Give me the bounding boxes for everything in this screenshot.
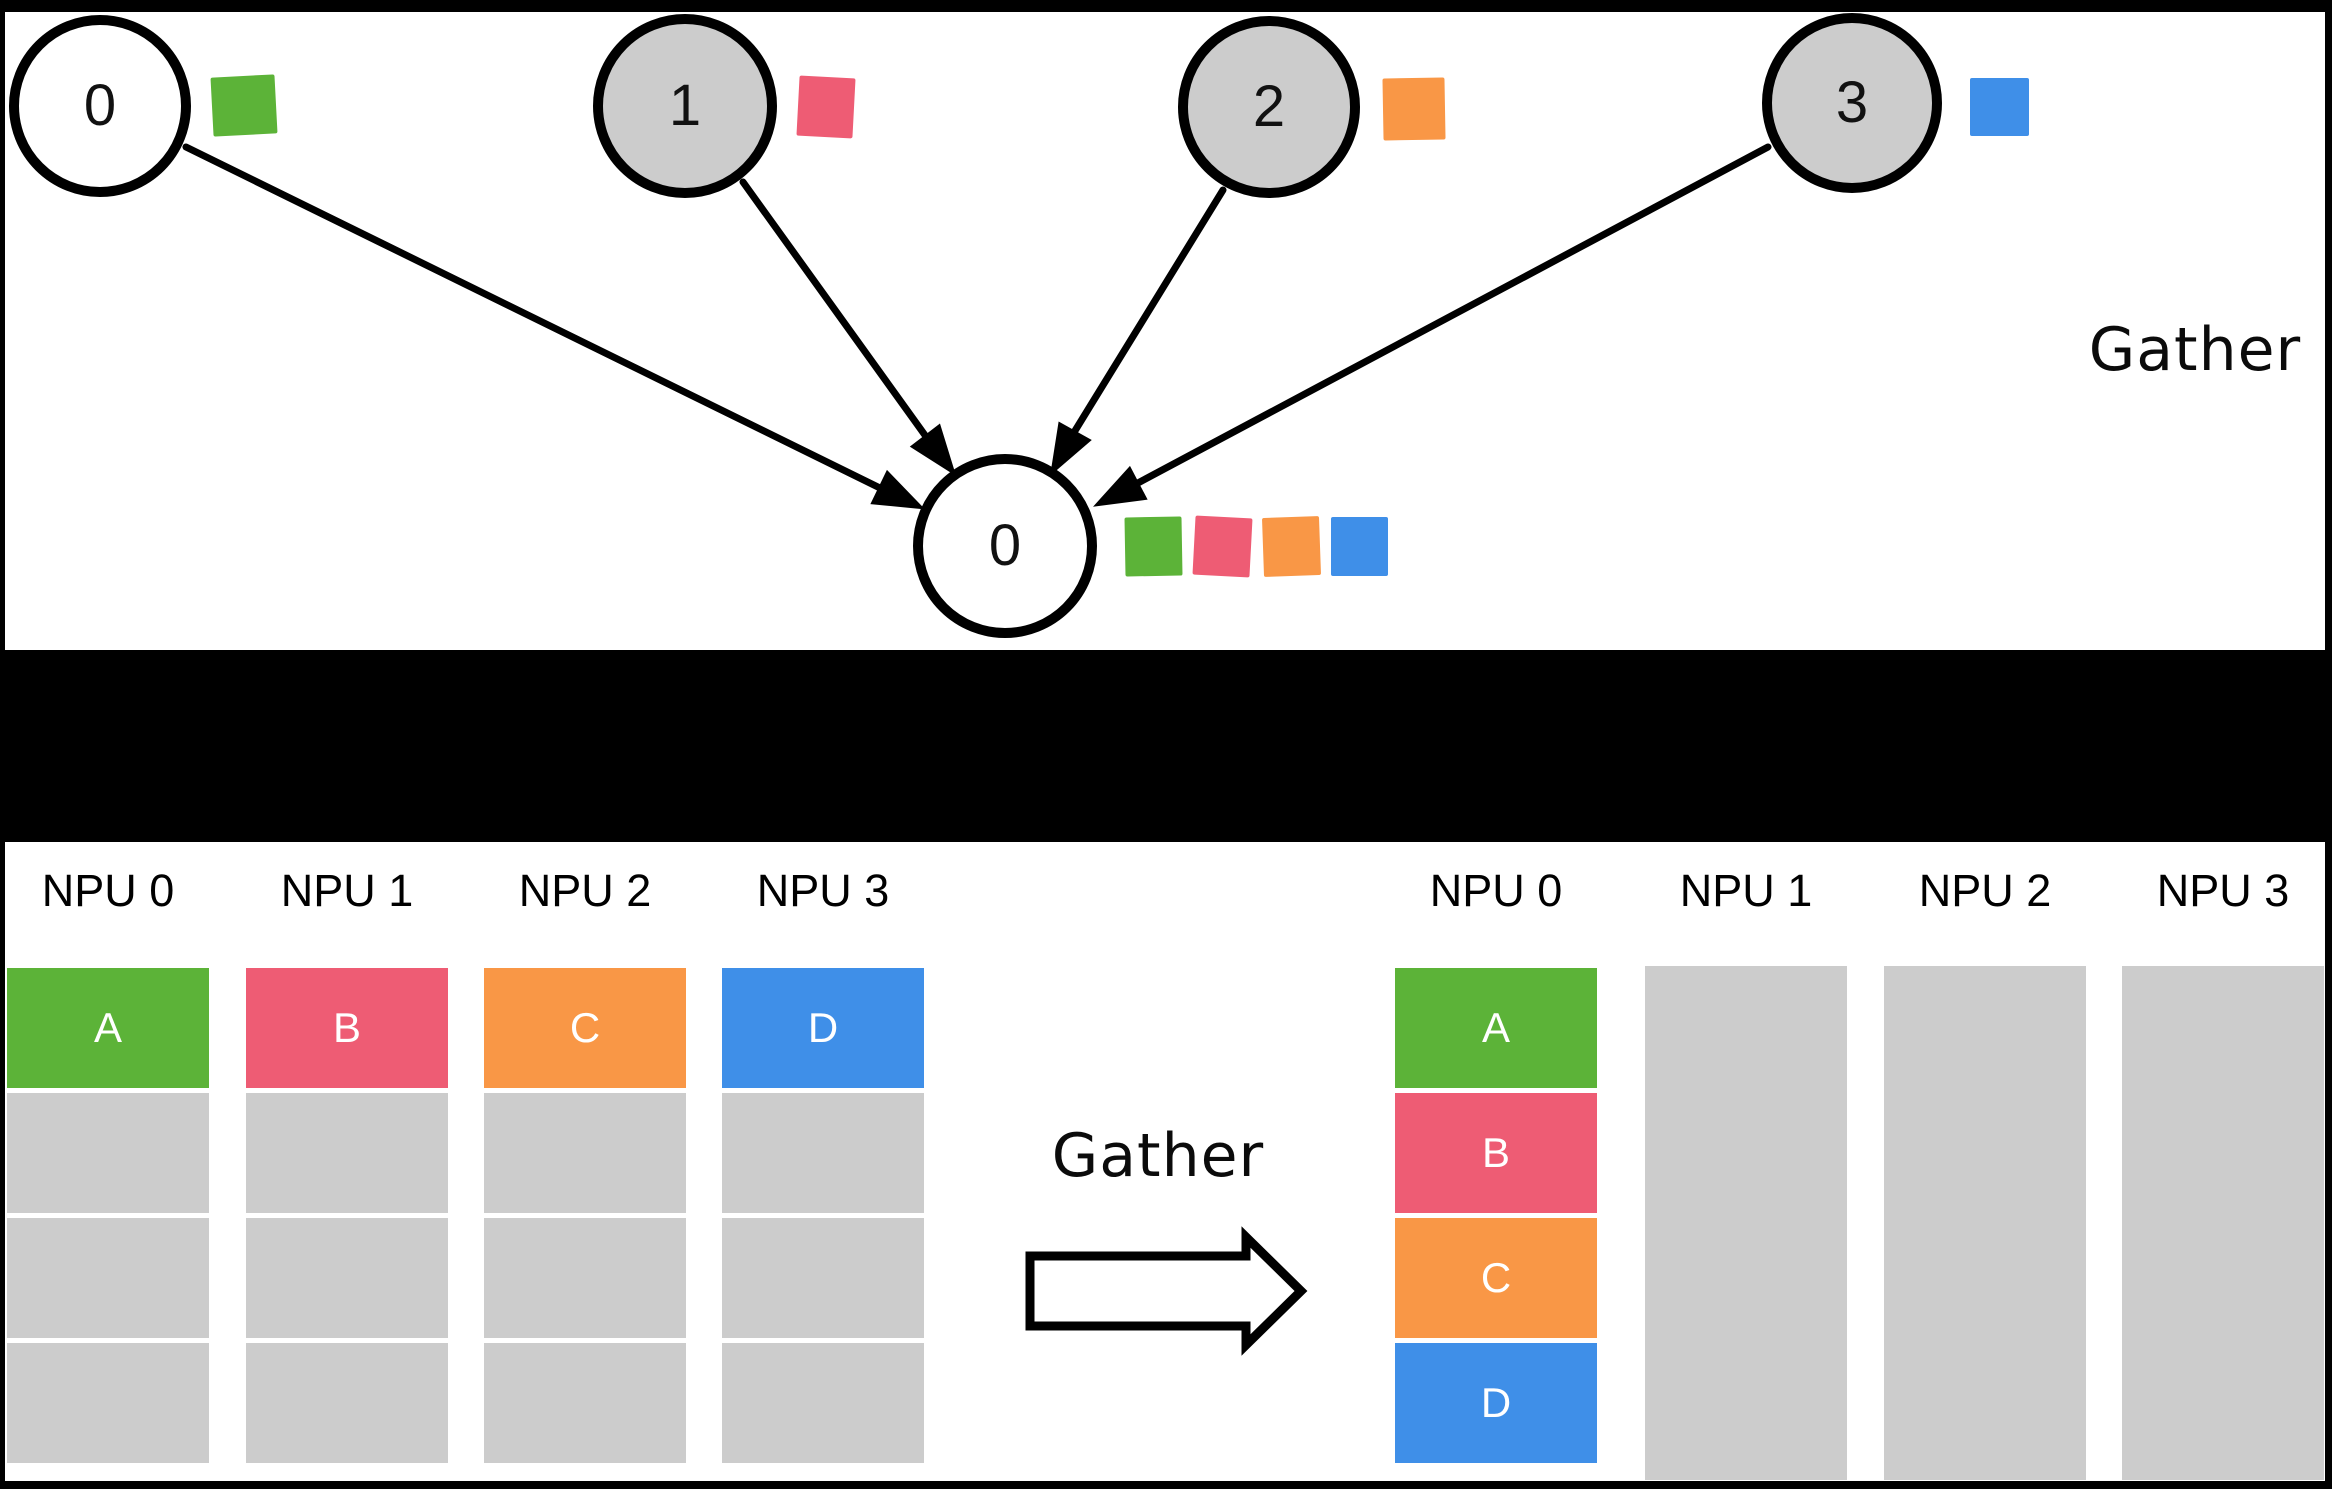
node-number: 0 [83, 73, 117, 138]
memory-block-B: B [1395, 1093, 1597, 1213]
source-node-3: 3 [1762, 13, 1942, 193]
memory-block-empty [1884, 966, 2086, 1480]
memory-block-empty [246, 1343, 448, 1463]
memory-block-empty [722, 1343, 924, 1463]
block-letter: B [332, 1004, 361, 1051]
block-letter: A [1481, 1004, 1510, 1051]
memory-block-empty [246, 1218, 448, 1338]
memory-block-empty [2122, 966, 2324, 1480]
memory-block-empty [484, 1093, 686, 1213]
source-node-1: 1 [593, 14, 777, 198]
npu-label: NPU 1 [280, 865, 414, 916]
npu-label: NPU 2 [1918, 865, 2052, 916]
block-letter: A [93, 1004, 122, 1051]
block-letter: C [569, 1004, 601, 1051]
divider-band [0, 650, 2332, 842]
memory-block-A: A [7, 968, 209, 1088]
memory-block-empty [722, 1218, 924, 1338]
source-node-0: 0 [9, 15, 191, 197]
npu-label: NPU 2 [518, 865, 652, 916]
gather-label-bottom: Gather [1051, 1121, 1265, 1191]
block-letter: D [1480, 1379, 1512, 1426]
memory-block-empty [7, 1343, 209, 1463]
data-chunk-orange [1382, 77, 1446, 141]
memory-block-empty [484, 1218, 686, 1338]
memory-block-C: C [1395, 1218, 1597, 1338]
memory-block-B: B [246, 968, 448, 1088]
npu-label: NPU 0 [1429, 865, 1563, 916]
memory-block-empty [722, 1093, 924, 1213]
memory-block-D: D [1395, 1343, 1597, 1463]
npu-label: NPU 0 [41, 865, 175, 916]
memory-block-C: C [484, 968, 686, 1088]
block-letter: B [1481, 1129, 1510, 1176]
data-chunk-pink [796, 75, 856, 139]
memory-block-empty [1645, 966, 1847, 1480]
npu-label: NPU 3 [756, 865, 890, 916]
memory-block-empty [484, 1343, 686, 1463]
node-number: 2 [1252, 74, 1286, 139]
node-number: 0 [988, 513, 1022, 578]
memory-block-empty [246, 1093, 448, 1213]
data-chunk-orange [1261, 516, 1322, 577]
bottom-state-diagram: NPU 0 A NPU 1 B NPU 2 C NPU 3 D NPU 0 A B C D NPU 1 NP… [0, 842, 2332, 1489]
data-chunk-blue [1970, 78, 2029, 136]
data-chunk-pink [1192, 515, 1253, 578]
memory-block-D: D [722, 968, 924, 1088]
source-node-2: 2 [1178, 16, 1360, 198]
npu-label: NPU 1 [1679, 865, 1813, 916]
block-letter: D [807, 1004, 839, 1051]
memory-block-empty [7, 1218, 209, 1338]
top-gather-diagram: 0 1 2 3 0 [0, 0, 2332, 650]
memory-block-empty [7, 1093, 209, 1213]
data-chunk-green [210, 74, 278, 137]
data-chunk-green [1124, 516, 1183, 577]
gather-label-top: Gather [2088, 315, 2302, 385]
memory-block-A: A [1395, 968, 1597, 1088]
node-number: 3 [1835, 70, 1869, 135]
dest-node-0: 0 [913, 454, 1097, 638]
data-chunk-blue [1331, 517, 1388, 576]
node-number: 1 [668, 73, 702, 138]
block-letter: C [1480, 1254, 1512, 1301]
npu-label: NPU 3 [2156, 865, 2290, 916]
